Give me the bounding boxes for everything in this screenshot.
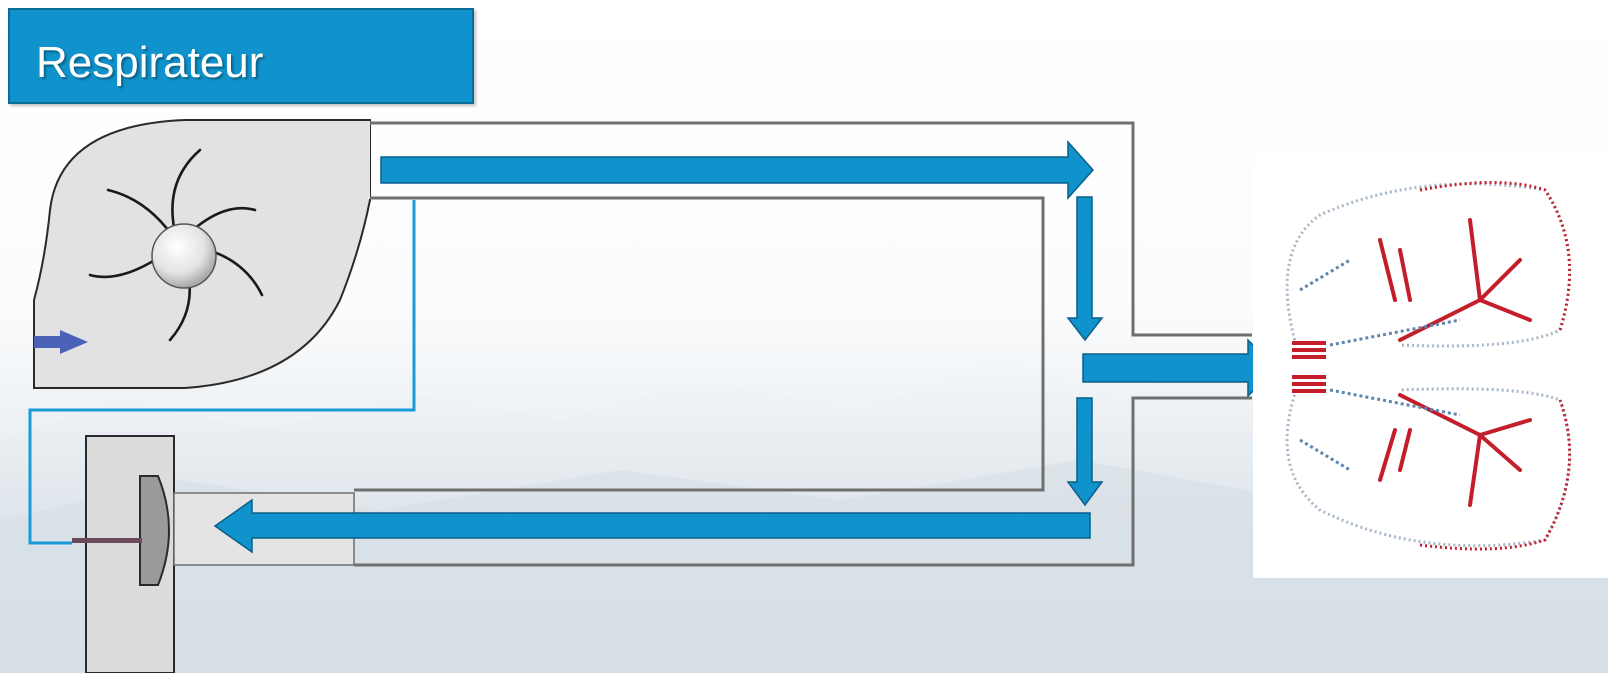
arrow-right-top (380, 140, 1095, 200)
valve-icon (72, 435, 355, 673)
lungs-icon (1253, 150, 1608, 578)
control-line (28, 200, 416, 545)
arrow-down-lower (1066, 397, 1104, 507)
fan-blower-icon (33, 119, 371, 389)
page-title: Respirateur (36, 38, 264, 87)
flow-arrows (213, 140, 1278, 554)
intake-arrow-icon (34, 330, 88, 354)
arrow-down-upper (1066, 196, 1104, 342)
pipes (354, 121, 1252, 567)
arrow-left-bottom (213, 498, 1091, 554)
mountain-backdrop (0, 330, 1608, 673)
title-box: Respirateur (8, 8, 474, 104)
